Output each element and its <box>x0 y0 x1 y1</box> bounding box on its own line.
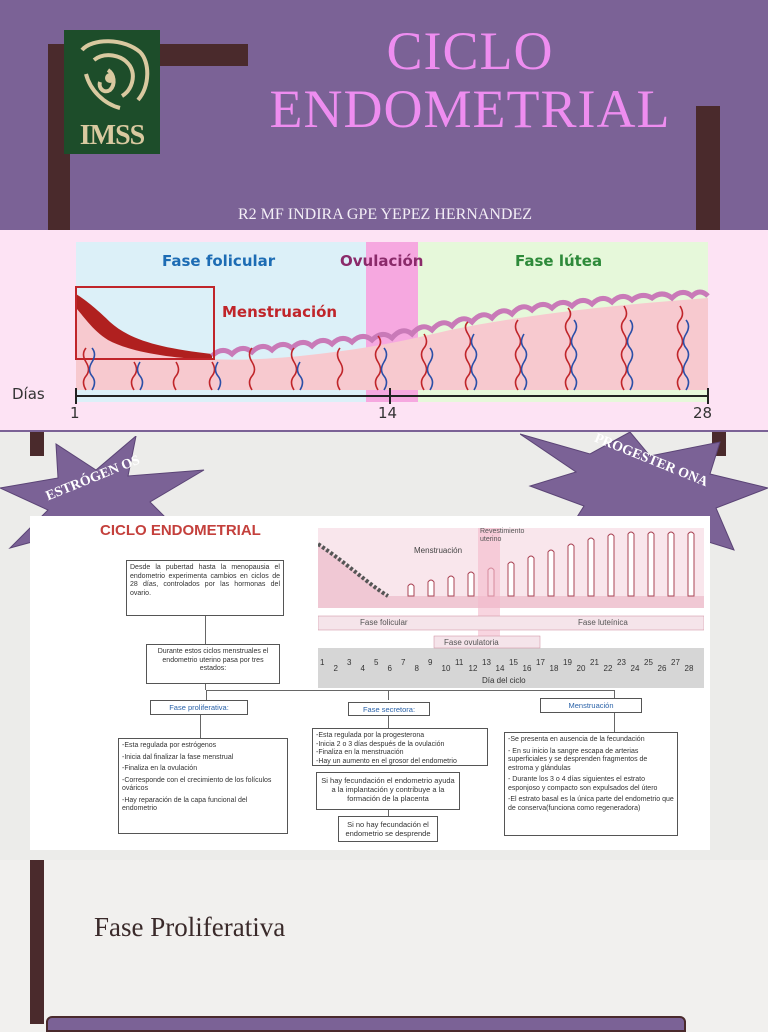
list-item: -Hay reparación de la capa funcional del… <box>122 796 248 813</box>
day-number: 27 <box>671 658 680 667</box>
endometrium-tissue <box>76 294 708 390</box>
frame-bar-right <box>696 106 720 234</box>
endometrium-surface <box>210 289 710 358</box>
phase-secretora-box: -Esta regulada por la progesterona-Inici… <box>312 728 488 766</box>
day-number: 13 <box>482 658 491 667</box>
frame-bar-slide2 <box>30 432 44 456</box>
chart-label-menstruacion: Menstruación <box>414 546 463 555</box>
day-label-1: 1 <box>70 404 80 422</box>
chart-label-ovulatoria: Fase ovulatoria <box>444 638 499 647</box>
diagram-title: CICLO ENDOMETRIAL <box>100 522 261 539</box>
menstruation-box <box>75 286 215 360</box>
list-item: -Se presenta en ausencia de la fecundaci… <box>508 736 645 743</box>
cycle-diagram <box>75 242 710 404</box>
day-number: 12 <box>468 664 478 673</box>
list-item: -Finaliza en la ovulación <box>122 765 198 772</box>
connector <box>205 684 206 690</box>
imss-logo-text: IMSS <box>79 120 145 151</box>
label-fase-folicular: Fase folicular <box>162 252 276 270</box>
phase-proliferativa-head: Fase proliferativa: <box>150 700 248 715</box>
next-panel-edge <box>46 1016 686 1032</box>
chart-label-luteinica: Fase luteínica <box>578 618 628 627</box>
day-number: 4 <box>360 664 365 673</box>
fecundacion-yes-box: Si hay fecundación el endometrio ayuda a… <box>316 772 460 810</box>
day-number: 16 <box>522 664 532 673</box>
list-item: -Hay un aumento en el grosor del endomet… <box>316 757 457 765</box>
frame-bar-slide3 <box>30 860 44 1024</box>
day-number: 23 <box>617 658 626 667</box>
eagle-icon <box>80 39 150 110</box>
phase-secretora-head: Fase secretora: <box>348 702 430 716</box>
cycle-chart <box>318 528 704 688</box>
list-item: -Inicia 2 o 3 días después de la ovulaci… <box>316 740 445 748</box>
day-number: 3 <box>347 658 352 667</box>
day-number: 15 <box>509 658 518 667</box>
connector <box>388 690 389 700</box>
day-number: 10 <box>441 664 451 673</box>
day-label-28: 28 <box>693 404 713 422</box>
connector <box>614 690 615 698</box>
day-number: 20 <box>576 664 586 673</box>
label-ovulacion: Ovulación <box>340 252 424 270</box>
day-number: 28 <box>684 664 694 673</box>
day-number: 7 <box>401 658 406 667</box>
day-number: 25 <box>644 658 653 667</box>
list-item: -El estrato basal es la única parte del … <box>508 796 674 812</box>
day-number: 24 <box>630 664 640 673</box>
day-number: 6 <box>387 664 392 673</box>
connector <box>206 690 207 700</box>
day-number: 1 <box>320 658 325 667</box>
states-box: Durante estos ciclos menstruales el endo… <box>146 644 280 684</box>
list-item: -Inicia dal finalizar la fase menstrual <box>122 753 234 761</box>
list-item: - En su inicio la sangre escapa de arter… <box>508 747 648 772</box>
label-dias: Días <box>12 385 45 403</box>
connector <box>614 713 615 733</box>
phase-proliferativa-box: -Esta regulada por estrógenos -Inicia dal… <box>118 738 288 834</box>
day-number: 26 <box>657 664 667 673</box>
day-number: 2 <box>333 664 338 673</box>
day-number: 19 <box>563 658 572 667</box>
day-number: 17 <box>536 658 545 667</box>
chart-label-revestimiento: Revestimiento uterino <box>480 528 525 543</box>
list-item: -Finaliza en la menstruación <box>316 749 404 756</box>
connector <box>388 810 389 816</box>
day-number: 5 <box>374 658 379 667</box>
endometrial-cycle-diagram: CICLO ENDOMETRIAL Menstruación Revestimi… <box>30 516 710 850</box>
list-item: -Esta regulada por estrógenos <box>122 742 217 749</box>
day-number: 9 <box>428 658 433 667</box>
list-item: -Esta regulada por la progesterona <box>316 732 425 739</box>
list-item: - Durante los 3 o 4 días siguientes el e… <box>508 776 658 792</box>
connector <box>200 715 201 739</box>
list-item: -Corresponde con el crecimiento de los f… <box>122 776 272 793</box>
section-heading: Fase Proliferativa <box>94 912 286 942</box>
day-number: 18 <box>549 664 559 673</box>
intro-box: Desde la pubertad hasta la menopausia el… <box>126 560 284 616</box>
day-number: 14 <box>495 664 505 673</box>
menstruation-shed <box>76 294 212 360</box>
day-label-14: 14 <box>378 404 398 422</box>
title-line-2: ENDOMETRIAL <box>269 79 671 139</box>
day-number: 22 <box>603 664 613 673</box>
label-menstruacion: Menstruación <box>222 303 338 321</box>
connector <box>388 716 389 728</box>
chart-label-folicular: Fase folicular <box>360 618 408 627</box>
slide-title: IMSS CICLO ENDOMETRIAL R2 MF INDIRA GPE … <box>0 0 768 432</box>
title-line-1: CICLO <box>386 21 554 81</box>
phase-menstruacion-box: -Se presenta en ausencia de la fecundaci… <box>504 732 678 836</box>
imss-logo: IMSS <box>64 30 160 154</box>
fecundacion-no-box: Si no hay fecundación el endometrio se d… <box>338 816 438 842</box>
day-number: 11 <box>455 658 464 667</box>
day-number: 21 <box>590 658 599 667</box>
label-fase-lutea: Fase lútea <box>515 252 603 270</box>
day-number: 8 <box>414 664 419 673</box>
chart-axis-label: Día del ciclo <box>482 676 526 685</box>
phase-menstruacion-head: Menstruación <box>540 698 642 713</box>
cycle-illustration: Fase folicular Ovulación Fase lútea Mens… <box>0 230 768 430</box>
connector <box>205 616 206 644</box>
connector <box>206 690 614 691</box>
author-name: R2 MF INDIRA GPE YEPEZ HERNANDEZ <box>237 206 533 223</box>
page-title: CICLO ENDOMETRIAL <box>230 22 710 138</box>
